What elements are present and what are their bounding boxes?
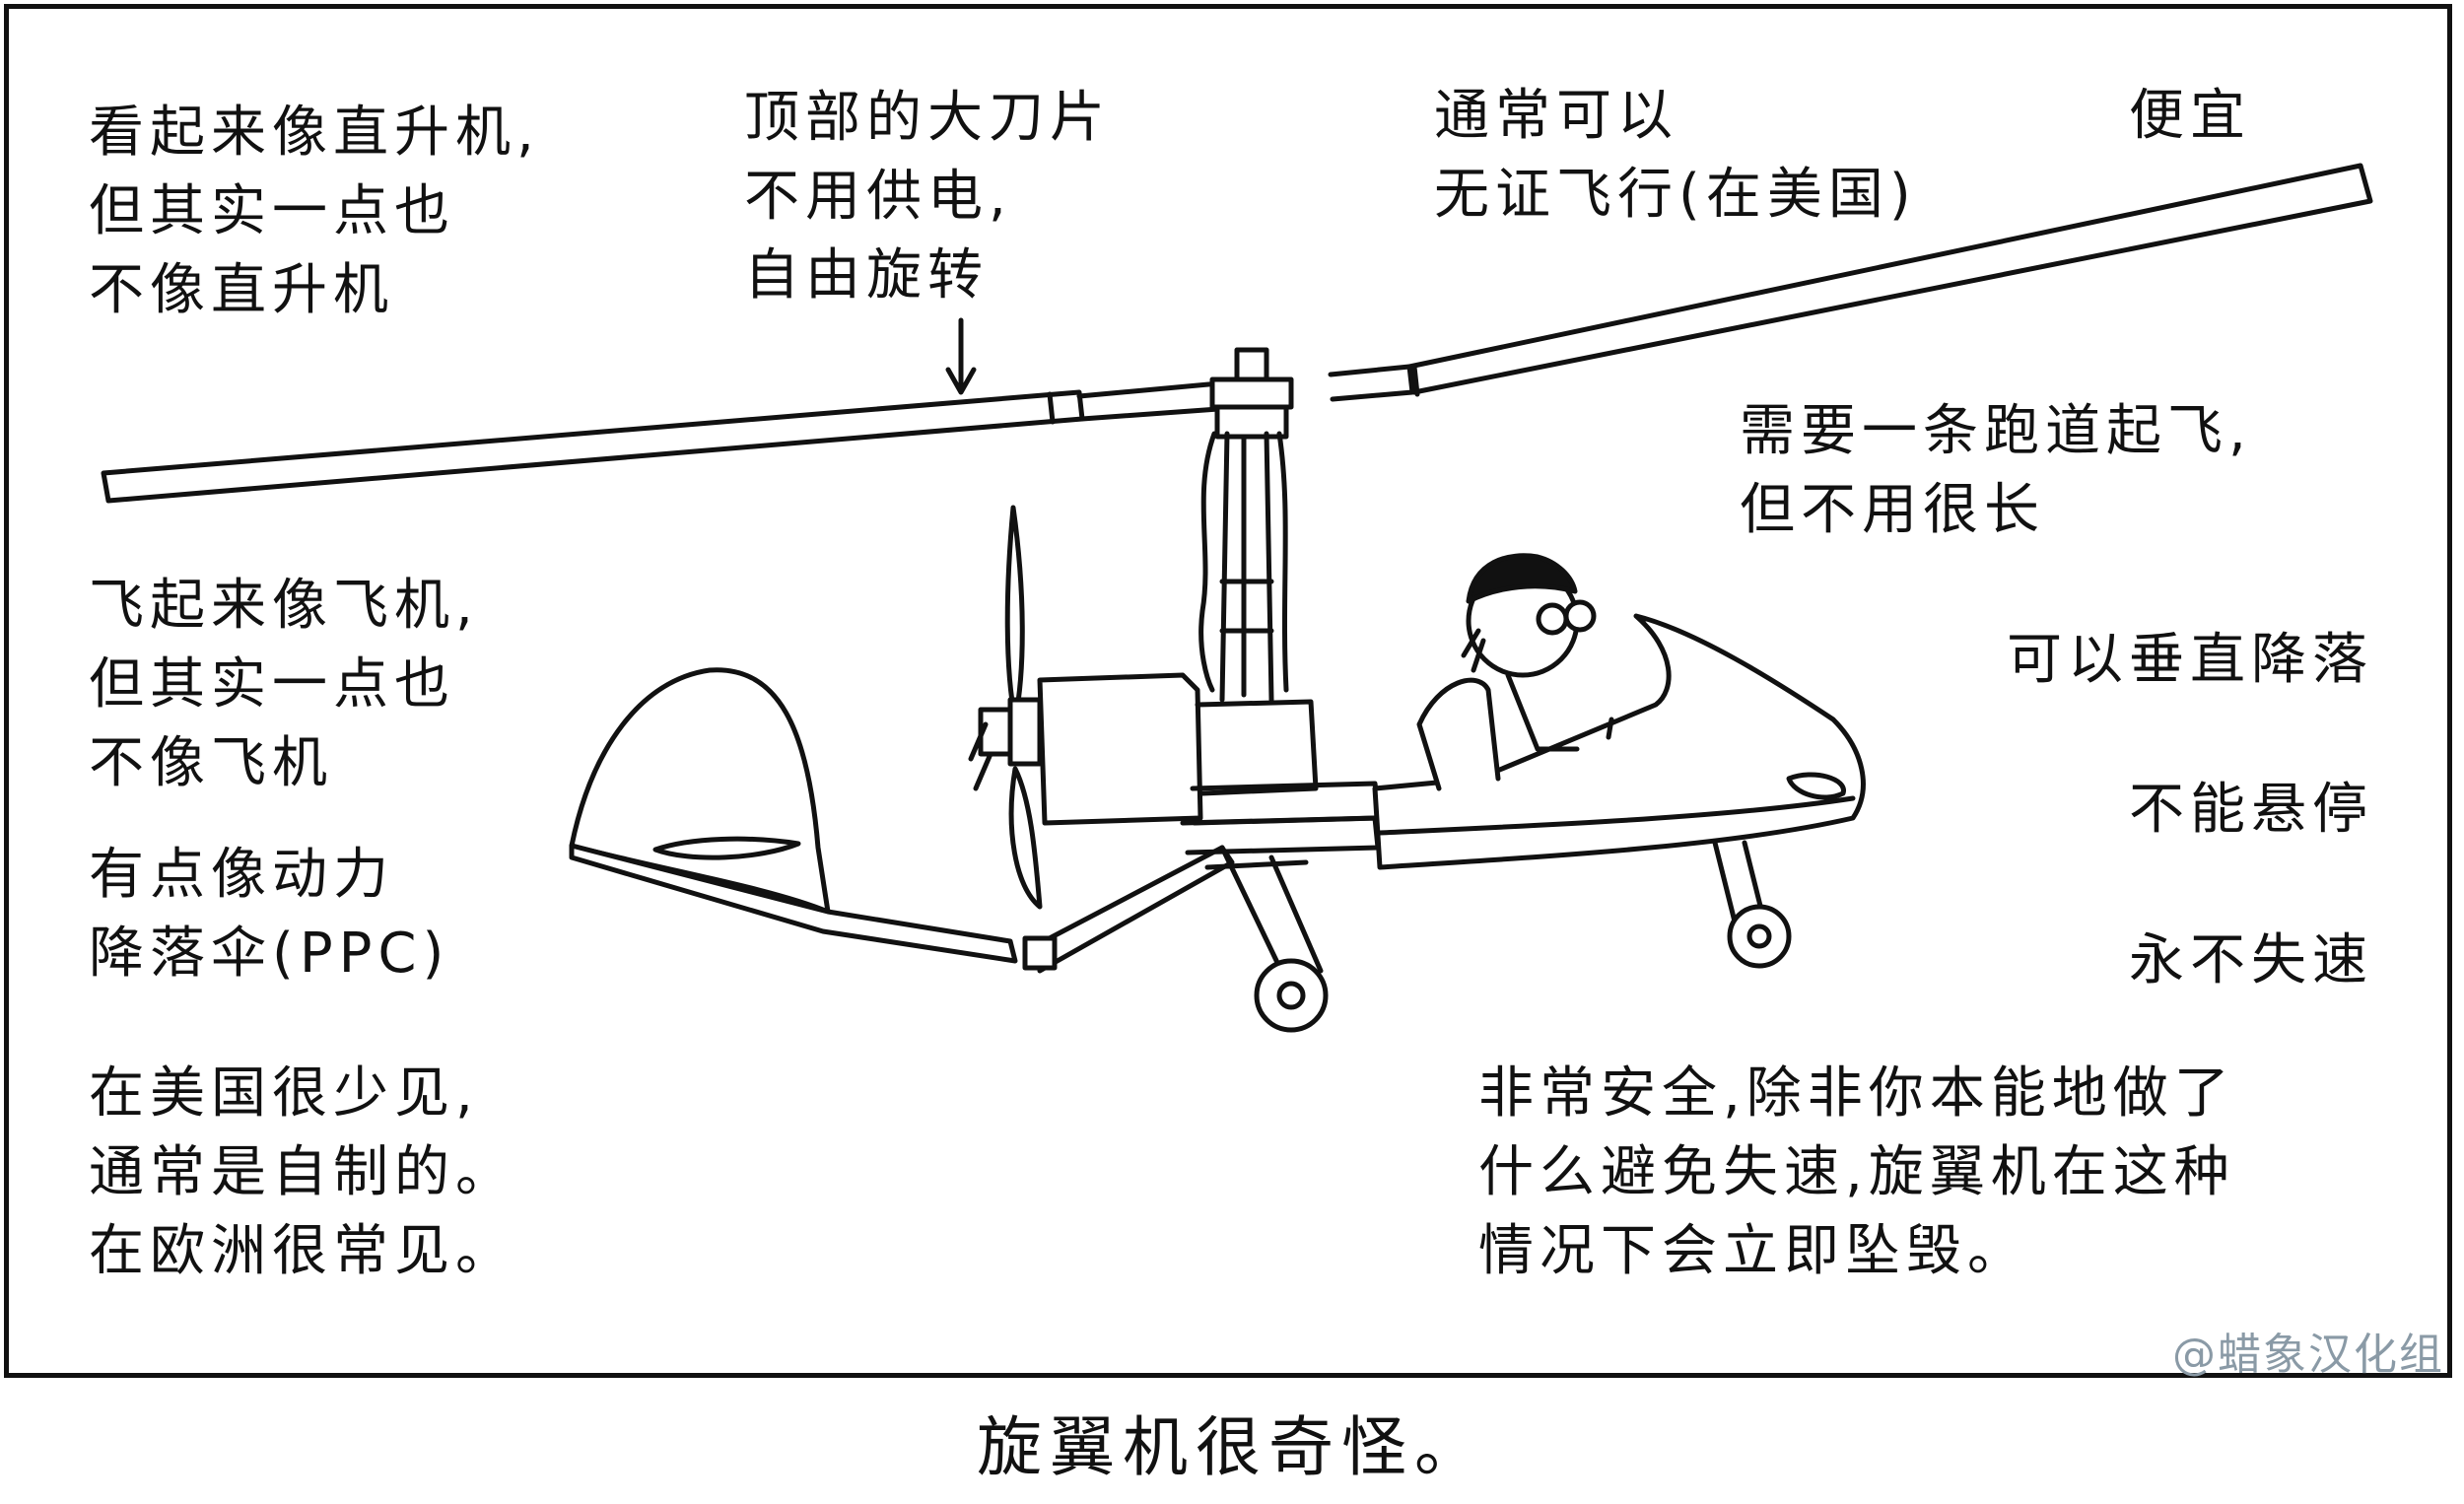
comic-caption: 旋翼机很奇怪。	[977, 1409, 1487, 1485]
watermark: @蜡象汉化组	[2172, 1330, 2444, 1380]
annotation-cheap: 便宜	[2129, 84, 2251, 148]
annotation-no-hover: 不能悬停	[2129, 778, 2373, 842]
tail-boom	[569, 843, 1235, 974]
engine	[1037, 672, 1383, 855]
propeller	[968, 505, 1043, 910]
fuselage	[1372, 613, 1866, 870]
rotor-blade	[101, 163, 2373, 504]
pilot	[1461, 553, 1614, 752]
landing-gear	[1204, 840, 1792, 1033]
rotor-mast	[1198, 431, 1289, 703]
annotation-rotor-blades: 顶部的大刀片 不用供电, 自由旋转	[744, 86, 1111, 308]
annotation-runway: 需要一条跑道起飞, 但不用很长	[1740, 399, 2252, 542]
annotation-safety: 非常安全,除非你本能地做了 什么避免失速,旋翼机在这种 情况下会立即坠毁。	[1478, 1061, 2235, 1283]
annotation-rare-us: 在美国很少见, 通常是自制的。 在欧洲很常见。	[89, 1061, 516, 1283]
rotor-hub	[1209, 347, 1294, 440]
annotation-never-stall: 永不失速	[2129, 928, 2373, 992]
tail-fin	[569, 667, 831, 915]
blade-arrow	[945, 317, 977, 395]
annotation-helicopter-look: 看起来像直升机, 但其实一点也 不像直升机	[89, 101, 540, 322]
annotation-unlicensed: 通常可以 无证飞行(在美国)	[1434, 84, 1917, 227]
annotation-vertical-landing: 可以垂直降落	[2007, 628, 2373, 692]
annotation-plane-fly: 飞起来像飞机, 但其实一点也 不像飞机	[89, 574, 479, 795]
annotation-ppc: 有点像动力 降落伞(PPC)	[89, 843, 450, 986]
